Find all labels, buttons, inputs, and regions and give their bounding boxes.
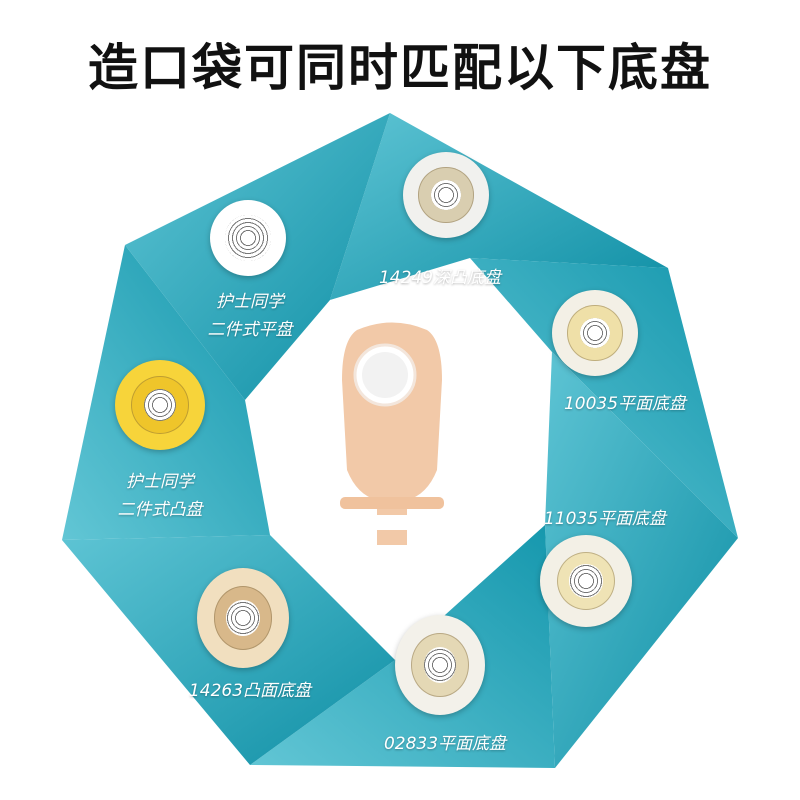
ring-segment [250, 525, 555, 768]
label-convex-nurse: 护士同学二件式凸盘 [90, 468, 230, 524]
baseplate-14263 [197, 568, 289, 668]
label-line2: 二件式凸盘 [117, 500, 203, 520]
baseplate-02833 [395, 615, 485, 715]
label-14263: 14263凸面底盘 [188, 681, 312, 701]
label-10035: 10035平面底盘 [563, 394, 687, 414]
baseplate-11035 [540, 535, 632, 627]
ring-segment [330, 113, 668, 300]
label-line1: 护士同学 [126, 472, 194, 492]
ostomy-pouch-image [340, 322, 444, 545]
baseplate-flat-nurse [210, 200, 286, 276]
ring-segment [470, 258, 738, 538]
label-02833: 02833平面底盘 [383, 734, 507, 754]
baseplate-convex-nurse [115, 360, 205, 450]
baseplate-10035 [552, 290, 638, 376]
label-line2: 二件式平盘 [207, 320, 293, 340]
page-title: 造口袋可同时匹配以下底盘 [88, 39, 712, 97]
label-flat-nurse: 护士同学二件式平盘 [180, 288, 320, 344]
baseplate-14249 [403, 152, 489, 238]
label-11035: 11035平面底盘 [543, 509, 667, 529]
label-line1: 护士同学 [216, 292, 284, 312]
ring-segment [545, 352, 738, 768]
label-14249: 14249深凸底盘 [378, 268, 502, 288]
